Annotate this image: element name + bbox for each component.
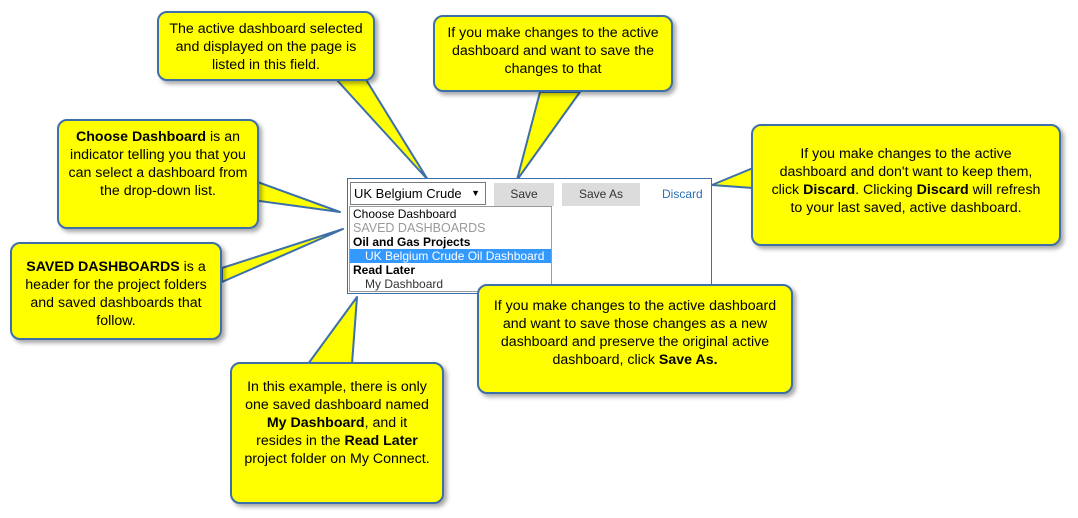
callout-choose-text: is an indicator telling you that you can… [68, 129, 248, 199]
callout-discard-text-1: If you make changes to the active dashbo… [771, 146, 1033, 198]
dropdown-group-read-later: Read Later [353, 263, 416, 277]
pointer-active-dashboard [334, 77, 429, 181]
dropdown-arrow-icon[interactable]: ▼ [471, 188, 480, 198]
callout-active-dashboard-text: The active dashboard selected and displa… [169, 21, 363, 73]
callout-saved-text: is a header for the project folders and … [25, 259, 207, 329]
dashboard-selector-widget: UK Belgium Crude ▼ Save Save As Discard … [347, 178, 712, 294]
pointer-discard [711, 167, 754, 189]
callout-save-text: If you make changes to the active dashbo… [447, 25, 659, 77]
callout-example-text-3: project folder on My Connect. [244, 451, 430, 467]
callout-example-text-2: , and it resides in the [256, 415, 408, 449]
callout-discard-text-3: will refresh to your last saved, active … [790, 182, 1041, 216]
callout-choose-dashboard: Choose Dashboard is an indicator telling… [57, 119, 259, 229]
dropdown-group-oil-and-gas: Oil and Gas Projects [353, 235, 471, 249]
callout-saved-dashboards: SAVED DASHBOARDS is a header for the pro… [10, 242, 222, 340]
dashboard-select-value: UK Belgium Crude [354, 186, 462, 201]
dropdown-header-saved-dashboards: SAVED DASHBOARDS [353, 221, 486, 235]
callout-saveas-bold: Save As. [658, 352, 718, 368]
save-button[interactable]: Save [494, 183, 554, 206]
pointer-saved [221, 228, 344, 283]
dropdown-item-my-dashboard[interactable]: My Dashboard [365, 277, 444, 291]
callout-save-as: If you make changes to the active dashbo… [477, 284, 793, 394]
callout-discard-text-2: . Clicking [855, 182, 917, 198]
dropdown-item-uk-belgium-crude[interactable]: UK Belgium Crude Oil Dashboard [350, 249, 551, 263]
callout-example: In this example, there is only one saved… [230, 362, 444, 504]
callout-saveas-text: If you make changes to the active dashbo… [493, 298, 777, 368]
pointer-choose [251, 179, 341, 213]
callout-discard-bold-2: Discard [916, 182, 969, 198]
pointer-save [516, 91, 581, 181]
callout-choose-bold: Choose Dashboard [76, 129, 207, 145]
save-as-button[interactable]: Save As [562, 183, 640, 206]
dashboard-dropdown-list: Choose Dashboard SAVED DASHBOARDS Oil an… [349, 206, 552, 292]
discard-link[interactable]: Discard [662, 187, 703, 201]
callout-save: If you make changes to the active dashbo… [433, 15, 673, 92]
callout-example-bold-1: My Dashboard [266, 415, 365, 431]
callout-example-bold-2: Read Later [344, 433, 418, 449]
dashboard-select[interactable]: UK Belgium Crude ▼ [350, 182, 486, 205]
dropdown-item-choose-dashboard[interactable]: Choose Dashboard [353, 207, 457, 221]
pointer-example [307, 296, 358, 365]
callout-discard: If you make changes to the active dashbo… [751, 124, 1061, 246]
callout-discard-bold-1: Discard [803, 182, 856, 198]
callout-saved-bold: SAVED DASHBOARDS [26, 259, 180, 275]
callout-active-dashboard: The active dashboard selected and displa… [157, 11, 375, 81]
callout-example-text-1: In this example, there is only one saved… [245, 379, 429, 413]
